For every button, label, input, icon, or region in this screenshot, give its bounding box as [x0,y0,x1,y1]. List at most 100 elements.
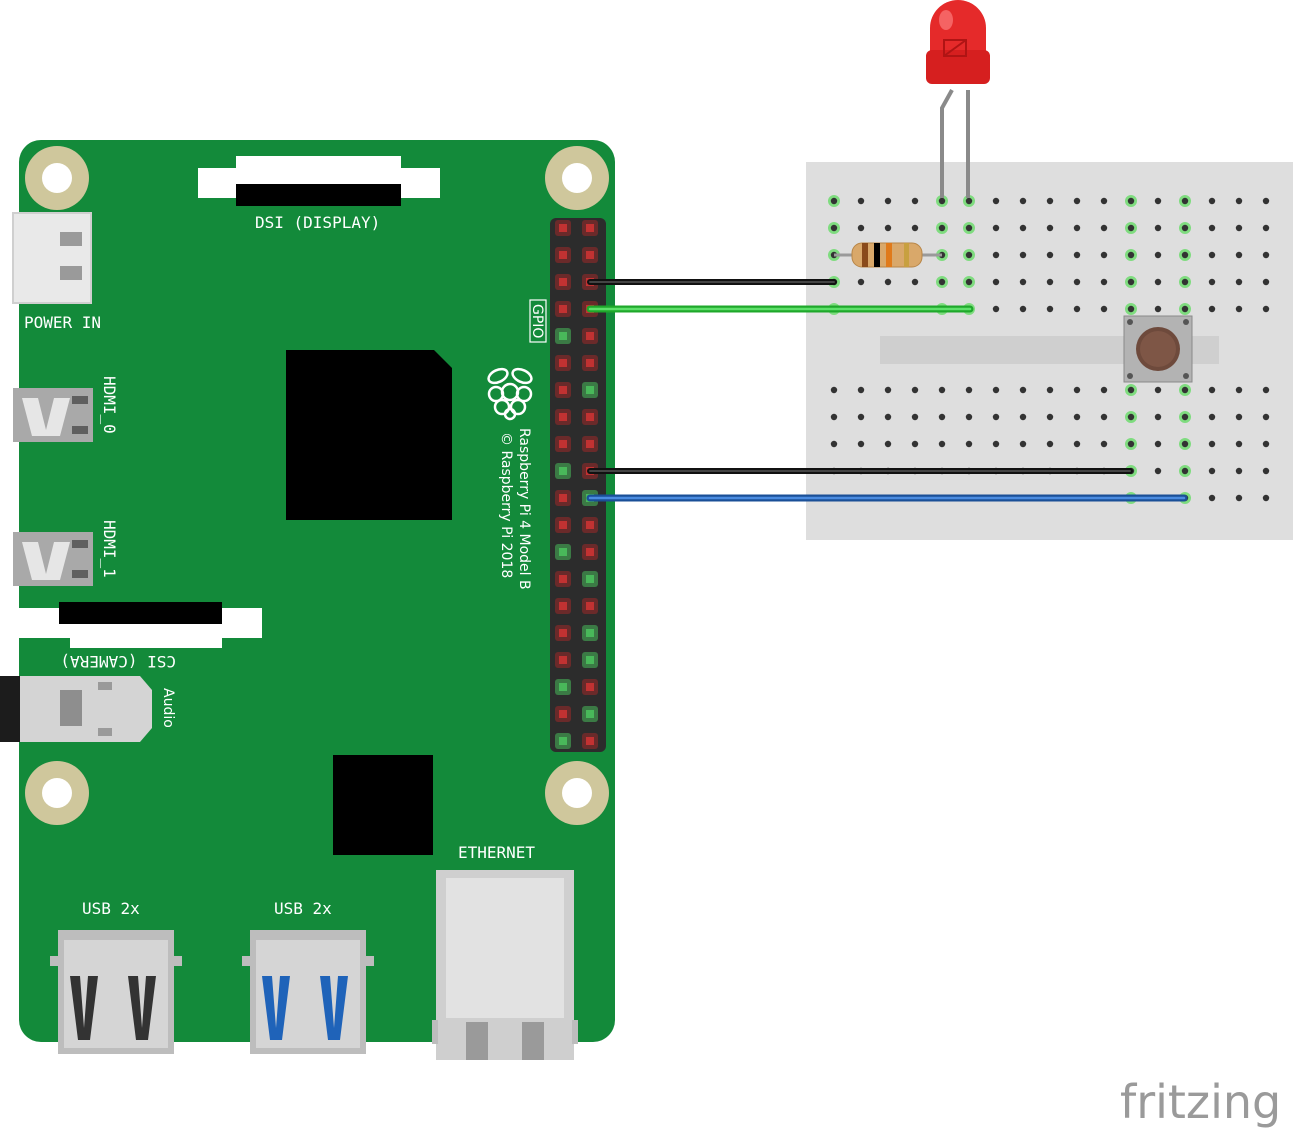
breadboard-hole [992,305,1000,313]
breadboard-hole [1073,197,1081,205]
gpio-pin-contact [586,359,594,367]
breadboard-hole [1127,197,1135,205]
breadboard-hole [1073,251,1081,259]
model-label: Raspberry Pi 4 Model B [516,428,532,590]
breadboard-hole [1100,251,1108,259]
breadboard-hole [965,224,973,232]
breadboard-hole [1100,386,1108,394]
breadboard-hole [1262,197,1270,205]
breadboard-hole [1127,440,1135,448]
dsi-connector [198,156,440,206]
breadboard-hole [938,440,946,448]
breadboard-hole [884,386,892,394]
gpio-pin-contact [586,710,594,718]
gpio-pin-contact [559,359,567,367]
breadboard-hole [1262,278,1270,286]
breadboard-hole [1181,251,1189,259]
gpio-pin-contact [586,683,594,691]
breadboard-hole [1046,440,1054,448]
breadboard-hole [965,251,973,259]
gpio-pin-contact [586,251,594,259]
breadboard-hole [1208,386,1216,394]
breadboard-hole [830,197,838,205]
gpio-pin-contact [559,440,567,448]
breadboard-hole [1154,440,1162,448]
breadboard-hole [1235,305,1243,313]
gpio-pin-contact [559,386,567,394]
breadboard-hole [1208,467,1216,475]
soc-chip [286,350,452,520]
breadboard-hole [1235,440,1243,448]
gpio-pin-contact [559,737,567,745]
breadboard-hole [911,197,919,205]
hdmi1-label: HDMI_1 [100,520,119,578]
gpio-pin-contact [559,467,567,475]
breadboard-hole [1019,224,1027,232]
breadboard-hole [1181,440,1189,448]
gpio-pin-contact [559,683,567,691]
breadboard-hole [857,413,865,421]
breadboard-hole [1262,467,1270,475]
breadboard-hole [992,386,1000,394]
breadboard-hole [1181,305,1189,313]
breadboard-hole [830,386,838,394]
breadboard-hole [938,386,946,394]
breadboard-hole [1127,413,1135,421]
breadboard-hole [1262,251,1270,259]
gpio-pin-contact [559,575,567,583]
breadboard-hole [1046,251,1054,259]
resistor [834,242,942,268]
breadboard-hole [1073,440,1081,448]
hdmi0-label: HDMI_0 [100,376,119,434]
breadboard-hole [1100,278,1108,286]
breadboard-hole [992,278,1000,286]
gpio-pin-contact [586,224,594,232]
breadboard-hole [1154,251,1162,259]
breadboard-hole [911,278,919,286]
breadboard-hole [911,440,919,448]
breadboard-hole [1073,224,1081,232]
gpio-pin-contact [559,224,567,232]
breadboard-hole [857,440,865,448]
gpio-pin-contact [586,413,594,421]
breadboard-hole [1181,224,1189,232]
breadboard-hole [1019,251,1027,259]
gpio-pin-contact [586,386,594,394]
gpio-pin-contact [586,737,594,745]
gpio-pin-contact [586,548,594,556]
breadboard-hole [857,278,865,286]
breadboard-hole [1127,278,1135,286]
breadboard-hole [1019,278,1027,286]
breadboard-hole [857,224,865,232]
breadboard-hole [1154,224,1162,232]
breadboard-hole [1154,413,1162,421]
breadboard-hole [1181,278,1189,286]
breadboard-hole [1235,197,1243,205]
gpio-pin-contact [559,278,567,286]
breadboard-hole [1235,467,1243,475]
gpio-pin-contact [586,602,594,610]
breadboard-hole [884,224,892,232]
usb-controller-chip [333,755,433,855]
breadboard-hole [1154,305,1162,313]
breadboard-hole [1100,305,1108,313]
breadboard-hole [1046,305,1054,313]
breadboard-hole [1181,413,1189,421]
breadboard-hole [938,224,946,232]
breadboard-hole [1073,278,1081,286]
breadboard-hole [1235,413,1243,421]
breadboard-hole [965,413,973,421]
usb-left-label: USB 2x [82,899,140,918]
breadboard-hole [1019,305,1027,313]
hdmi1-connector [13,532,93,586]
breadboard-hole [1100,440,1108,448]
breadboard-hole [1208,224,1216,232]
wires [586,279,1188,502]
gpio-pin-contact [586,656,594,664]
breadboard-hole [965,278,973,286]
breadboard-hole [938,413,946,421]
csi-connector [19,602,262,648]
breadboard-hole [1235,224,1243,232]
ethernet-port [432,870,578,1060]
breadboard-hole [1181,467,1189,475]
